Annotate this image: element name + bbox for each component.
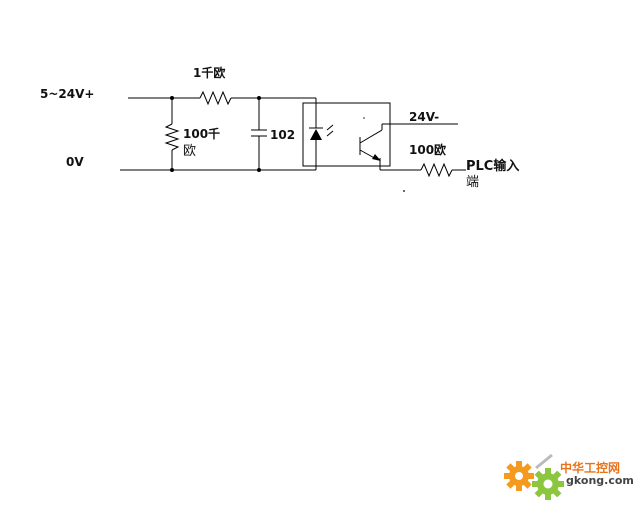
led-emission-arrow-2 [326, 130, 334, 137]
shunt-resistor-label-line1: 100千 [183, 127, 221, 141]
supply-24v-negative-label: 24V- [409, 110, 440, 124]
orange-gear-icon [504, 461, 534, 491]
junction-dot [257, 168, 261, 172]
phototransistor-collector [359, 129, 383, 144]
stray-dot [403, 190, 405, 192]
supply-positive-label: 5~24V+ [40, 87, 95, 101]
shunt-resistor-100k [164, 123, 180, 151]
output-resistor-label: 100欧 [409, 143, 447, 157]
junction-dot [170, 96, 174, 100]
plc-input-label-line1: PLC输入 [466, 159, 520, 174]
junction-dot [170, 168, 174, 172]
emitter-arrowhead [372, 154, 381, 161]
wrench-icon [535, 453, 553, 470]
watermark-url: gkong.com [566, 474, 634, 487]
watermark-logo [504, 453, 564, 500]
optocoupler-package [302, 102, 391, 167]
plc-input-label-line2: 端 [466, 175, 480, 190]
junction-dot [257, 96, 261, 100]
output-resistor-100 [420, 162, 453, 178]
stray-dot [363, 117, 365, 119]
watermark-name: 中华工控网 [560, 461, 621, 475]
capacitor-label: 102 [270, 128, 296, 142]
led-triangle [310, 129, 322, 140]
series-resistor-label: 1千欧 [193, 66, 226, 80]
shunt-resistor-label-line2: 欧 [183, 144, 197, 159]
supply-zero-label: 0V [66, 155, 84, 169]
series-resistor-1k [199, 90, 232, 106]
led-emission-arrow-1 [326, 124, 334, 131]
